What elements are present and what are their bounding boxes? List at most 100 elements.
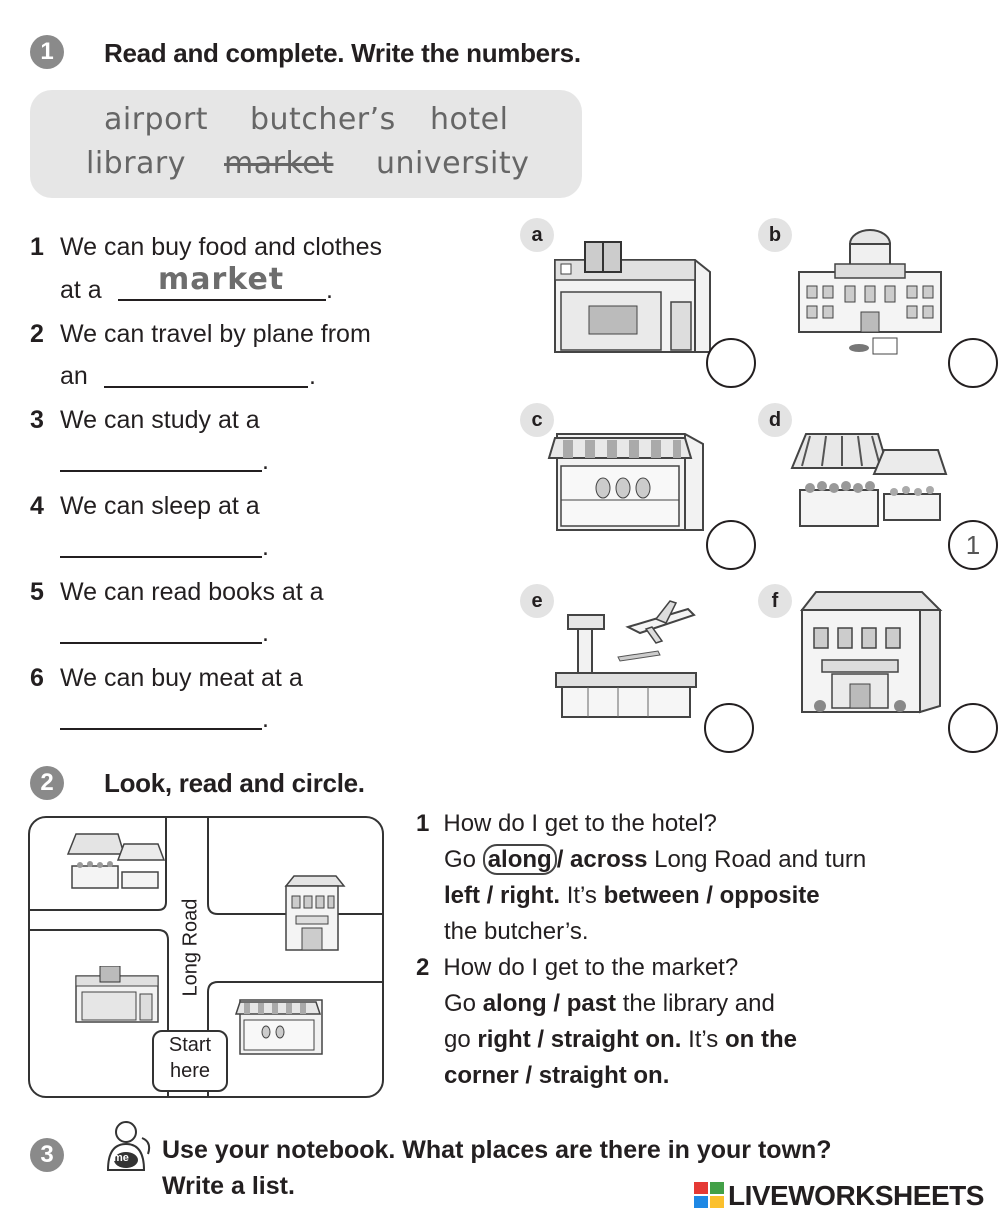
map-start-label: Start (168, 1034, 212, 1056)
reading-q2-number: 2 (416, 954, 430, 981)
reading-q2-option-corner[interactable]: corner (444, 1062, 519, 1089)
exercise-2-title: Look, read and circle. (104, 768, 365, 798)
word-library: library (86, 146, 187, 181)
reading-q2-text-1: the library and (622, 990, 775, 1017)
slash: / (706, 882, 713, 909)
map-start-label-here: here (169, 1060, 211, 1082)
slash: / (486, 882, 494, 909)
reading-q2-option-on-the[interactable]: on the (724, 1026, 797, 1053)
reading-q2-go2: go (444, 1026, 471, 1053)
word-butchers: butcher’s (250, 102, 396, 137)
question-2-number: 2 (30, 320, 44, 348)
slash: / (556, 846, 564, 873)
library-building-illustration (554, 241, 711, 353)
reading-q1-text-1: Long Road and turn (654, 846, 867, 873)
picture-a-letter: a (520, 218, 554, 252)
period: . (262, 447, 269, 475)
question-4-number: 4 (30, 492, 44, 520)
reading-q2-option-right[interactable]: right (477, 1026, 531, 1053)
picture-e-letter: e (520, 584, 554, 618)
reading-q1-text-2: It’s (566, 882, 597, 909)
reading-q2-option-past[interactable]: past (566, 990, 617, 1017)
map-road-label: Long Road (179, 898, 202, 996)
reading-q1-question: How do I get to the hotel? (443, 810, 717, 837)
reading-q2-option-straight-on-2[interactable]: straight on. (538, 1062, 670, 1089)
exercise-1-title: Read and complete. Write the numbers. (104, 38, 581, 68)
reading-q1-option-opposite[interactable]: opposite (719, 882, 820, 909)
reading-q2-line3: go right / straight on. It’s on the (444, 1022, 797, 1058)
picture-c-number-box[interactable] (706, 520, 756, 570)
picture-d-number-box[interactable]: 1 (948, 520, 998, 570)
picture-a-number-box[interactable] (706, 338, 756, 388)
reading-q1-option-across[interactable]: across (570, 846, 648, 873)
question-6-number: 6 (30, 664, 44, 692)
me-icon-label: me (113, 1152, 129, 1164)
reading-q2-go: Go (444, 990, 477, 1017)
picture-b-number-box[interactable] (948, 338, 998, 388)
word-hotel: hotel (430, 102, 509, 137)
reading-q2-option-along[interactable]: along (482, 990, 547, 1017)
reading-q2-text-2: It’s (688, 1026, 719, 1053)
question-5-number: 5 (30, 578, 44, 606)
hotel-building-illustration (799, 591, 943, 714)
reading-q1-option-right[interactable]: right. (500, 882, 561, 909)
question-5-answer-line[interactable] (60, 642, 262, 644)
word-university: university (376, 146, 530, 181)
butchers-shop-illustration (547, 433, 704, 531)
question-2-text: We can travel by plane from (60, 320, 371, 348)
reading-q2-line4: corner / straight on. (444, 1058, 669, 1094)
airport-illustration (555, 600, 697, 718)
me-person-icon (106, 1121, 151, 1171)
question-3-text: We can study at a (60, 406, 260, 434)
question-6-text: We can buy meat at a (60, 664, 303, 692)
picture-f-number-box[interactable] (948, 703, 998, 753)
question-6-answer-line[interactable] (60, 728, 262, 730)
picture-b-letter: b (758, 218, 792, 252)
reading-q2-option-straight-on[interactable]: straight on. (550, 1026, 682, 1053)
town-map: Long Road Start here (28, 816, 384, 1098)
question-1-answer[interactable]: market (158, 262, 285, 297)
reading-q1-line1: 1 How do I get to the hotel? (416, 806, 717, 842)
word-market-crossed: market (224, 146, 334, 181)
reading-q1-option-between[interactable]: between (603, 882, 700, 909)
map-roads (30, 818, 382, 1096)
picture-e-number-box[interactable] (704, 703, 754, 753)
period: . (262, 619, 269, 647)
reading-q2-line2: Go along / past the library and (444, 986, 775, 1022)
question-1-prefix: at a (60, 276, 102, 304)
reading-q2-question: How do I get to the market? (443, 954, 739, 981)
reading-q1-text-3: the butcher’s. (444, 918, 589, 945)
period: . (262, 705, 269, 733)
map-market-icon (66, 833, 166, 889)
slash: / (553, 990, 561, 1017)
period: . (309, 362, 316, 390)
question-3-answer-line[interactable] (60, 470, 262, 472)
map-library-icon (75, 966, 159, 1023)
exercise-3-instruction: Use your notebook. What places are there… (162, 1136, 832, 1164)
question-1-number: 1 (30, 233, 44, 261)
map-hotel-icon (284, 875, 346, 951)
question-1-answer-line[interactable] (118, 299, 326, 301)
reading-q1-go: Go (444, 846, 477, 873)
liveworksheets-logo-text: LIVEWORKSHEETS (728, 1180, 984, 1211)
period: . (326, 276, 333, 304)
reading-q1-option-along[interactable]: along (482, 844, 557, 875)
map-butchers-icon (234, 999, 323, 1055)
market-stalls-illustration (790, 433, 948, 527)
word-box: airport butcher’s hotel library market u… (30, 90, 582, 198)
reading-q1-line2: Go along/ across Long Road and turn (444, 842, 866, 878)
picture-f-letter: f (758, 584, 792, 618)
question-5-text: We can read books at a (60, 578, 324, 606)
question-2-answer-line[interactable] (104, 386, 308, 388)
reading-q1-number: 1 (416, 810, 430, 837)
liveworksheets-logo-icon (694, 1182, 724, 1208)
question-4-answer-line[interactable] (60, 556, 262, 558)
period: . (262, 533, 269, 561)
university-building-illustration (798, 229, 942, 355)
question-4-text: We can sleep at a (60, 492, 260, 520)
question-1-text: We can buy food and clothes (60, 233, 382, 261)
question-3-number: 3 (30, 406, 44, 434)
reading-q2-line1: 2 How do I get to the market? (416, 950, 738, 986)
map-start-box: Start here (152, 1030, 228, 1092)
reading-q1-option-left[interactable]: left (444, 882, 480, 909)
